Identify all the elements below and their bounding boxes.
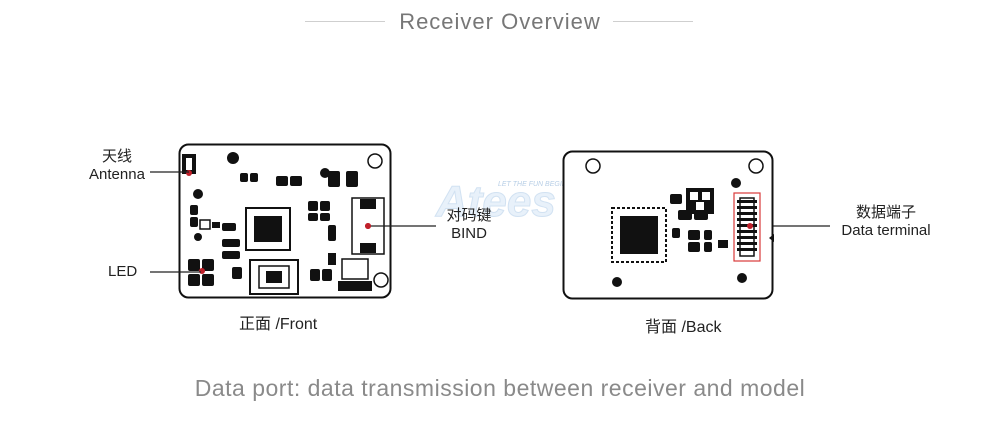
watermark-brand: Atees: [435, 177, 556, 226]
antenna-label: 天线 Antenna: [82, 148, 152, 184]
front-caption: 正面 /Front: [239, 316, 318, 333]
bind-label: 对码键 BIND: [438, 207, 500, 243]
footer-description: Data port: data transmission between rec…: [194, 375, 806, 401]
receiver-front-board: [178, 143, 392, 299]
data-terminal-label-en: Data terminal: [841, 222, 931, 239]
back-caption: 背面 /Back: [645, 319, 722, 336]
receiver-back-board: [562, 150, 774, 300]
antenna-label-en: Antenna: [89, 166, 145, 183]
data-terminal-label-zh: 数据端子: [855, 204, 916, 221]
page-title: Receiver Overview: [399, 9, 601, 34]
data-terminal-label: 数据端子 Data terminal: [828, 204, 944, 240]
data-terminal-marker: [747, 223, 753, 229]
brand-watermark: Atees LET THE FUN BEGIN: [435, 177, 568, 227]
led-label: LED: [108, 263, 138, 280]
antenna-label-zh: 天线: [101, 148, 132, 165]
bind-label-en: BIND: [451, 225, 487, 242]
watermark-tagline: LET THE FUN BEGIN: [498, 181, 568, 188]
bind-label-zh: 对码键: [446, 207, 492, 224]
title-rule-left: [305, 21, 385, 22]
title-rule-right: [613, 21, 693, 22]
